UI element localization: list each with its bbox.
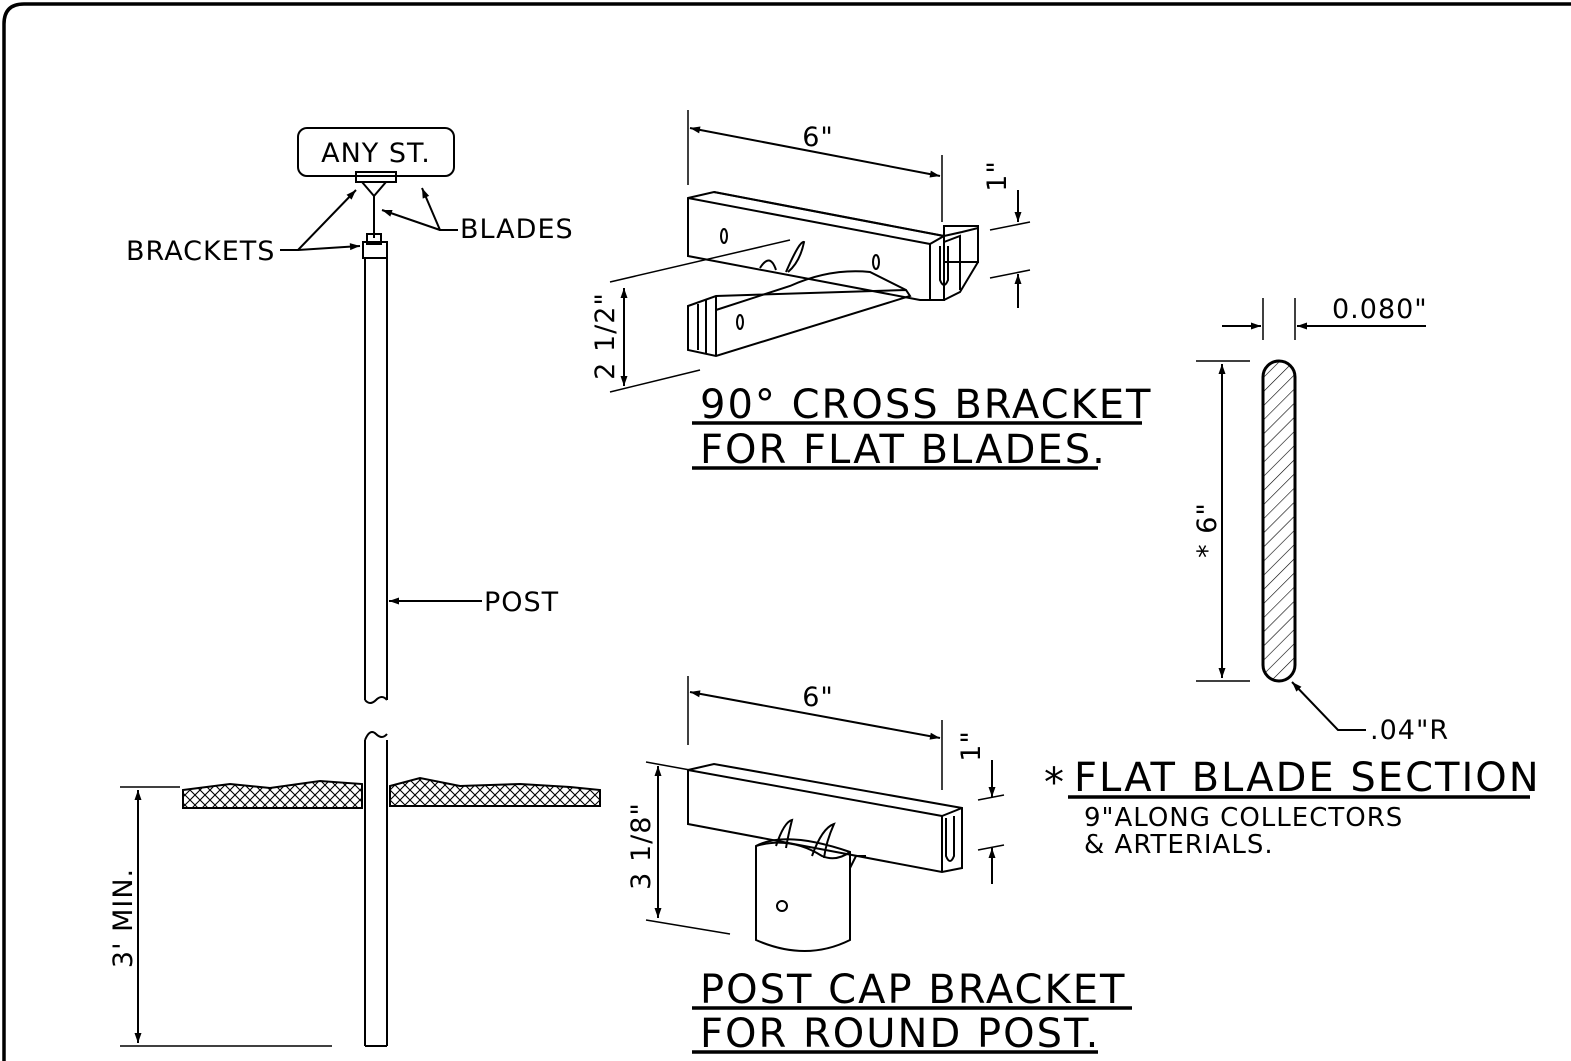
blade-dim-thickness: 0.080" <box>1332 294 1428 325</box>
blade-section-drawing: 0.080" * 6" .04"R * FLAT BLADE SECTION 9… <box>1044 294 1541 860</box>
cap-dim-depth: 3 1/8" <box>626 802 657 890</box>
cap-bracket-title-line2: FOR ROUND POST. <box>700 1011 1100 1057</box>
top-bracket <box>355 171 397 183</box>
label-post: POST <box>484 587 559 618</box>
cross-bracket-drawing: 6" 1" 2 1/2" 90° CROSS BRACKET FOR FLAT <box>590 110 1152 473</box>
cap-dim-length: 6" <box>802 682 834 713</box>
label-blades: BLADES <box>460 214 574 245</box>
dim-burial-depth: 3' MIN. <box>108 868 139 968</box>
post-lower <box>364 740 388 1047</box>
blade-note-line1: 9"ALONG COLLECTORS <box>1084 803 1403 833</box>
cross-dim-depth: 2 1/2" <box>590 292 621 380</box>
cap-channel <box>687 762 963 874</box>
blade-section-title: FLAT BLADE SECTION <box>1074 755 1541 801</box>
blade-title-asterisk: * <box>1044 760 1066 806</box>
cross-dim-height: 1" <box>982 160 1013 192</box>
sign-blade <box>297 127 455 177</box>
cross-bracket-title-line1: 90° CROSS BRACKET <box>700 382 1152 428</box>
post-collar <box>362 241 388 259</box>
post-cap-bracket-drawing: 6" 1" 3 1/8" POST CAP BRACKET FOR ROUND … <box>626 676 1132 1057</box>
blade-section-profile <box>1261 359 1297 683</box>
sign-blade-text: ANY ST. <box>321 138 431 169</box>
blade-note-line2: & ARTERIALS. <box>1084 830 1274 860</box>
label-brackets: BRACKETS <box>126 236 275 267</box>
blade-dim-radius: .04"R <box>1370 715 1449 746</box>
cross-main-channel <box>687 190 945 301</box>
cap-round-saddle <box>755 838 851 952</box>
cross-dim-length: 6" <box>802 122 834 153</box>
ground-surface <box>182 779 363 809</box>
post-assembly: ANY ST. BRACKETS BLADES POST 3' MIN. <box>108 127 601 1047</box>
cross-bracket-title-line2: FOR FLAT BLADES. <box>700 427 1107 473</box>
cap-dim-height: 1" <box>956 730 987 762</box>
cross-lower-arm <box>687 288 912 358</box>
blade-dim-height: * 6" <box>1192 502 1223 558</box>
post-cap <box>366 233 382 245</box>
post-upper <box>364 258 388 700</box>
cap-bracket-title-line1: POST CAP BRACKET <box>700 967 1126 1013</box>
ground-surface-right <box>389 776 601 807</box>
